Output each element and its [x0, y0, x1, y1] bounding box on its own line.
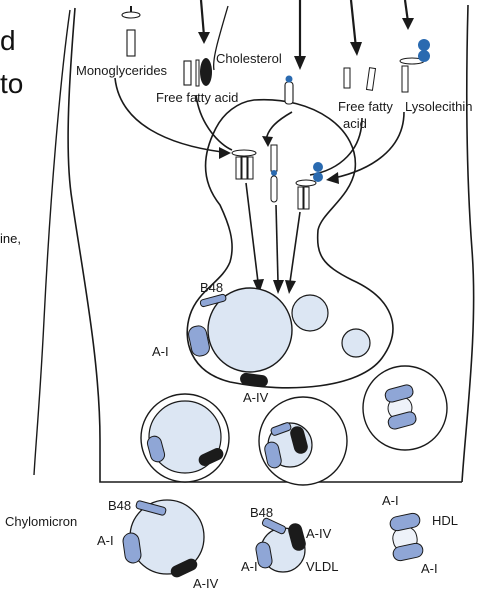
free-fatty-acid-molecule-2 — [343, 67, 377, 91]
lysolecithin-molecule-top — [399, 39, 430, 93]
label-monoglycerides: Monoglycerides — [76, 63, 168, 78]
secretory-vesicle-vldl — [258, 396, 348, 486]
apoa1-protein-cell — [188, 325, 210, 357]
label-a1-hdl-bottom: A-I — [421, 561, 438, 576]
lipid-droplet-2 — [341, 328, 371, 358]
label-lysolecithin: Lysolecithin — [405, 99, 472, 114]
label-b48-cell: B48 — [200, 280, 223, 295]
nascent-chylomicron — [207, 287, 293, 373]
lipid-droplet-1 — [291, 294, 329, 332]
label-a4-cell: A-IV — [243, 390, 269, 405]
cholesterol-molecule-top — [284, 75, 294, 105]
label-free-fatty-acid-2b: acid — [343, 116, 367, 131]
label-free-fatty-acid-1: Free fatty acid — [156, 90, 238, 105]
label-vldl: VLDL — [306, 559, 339, 574]
clipped-text-2: to — [0, 68, 23, 99]
monoglyceride-molecule-top — [121, 11, 141, 57]
vldl-particle — [255, 517, 306, 573]
label-a4-vldl: A-IV — [306, 526, 332, 541]
top-membrane-curve — [212, 5, 229, 71]
clipped-text-1: d — [0, 25, 16, 56]
label-cholesterol: Cholesterol — [216, 51, 282, 66]
triglyceride-molecule — [231, 149, 257, 180]
label-b48-chylomicron: B48 — [108, 498, 131, 513]
cell-outline-left — [67, 7, 462, 483]
neighbor-cell-outline — [33, 9, 71, 476]
label-hdl: HDL — [432, 513, 458, 528]
secretory-vesicle-hdl — [362, 365, 448, 451]
cell-outline-right — [461, 4, 475, 483]
cholesterol-ester-molecule — [270, 144, 278, 203]
clipped-text-3: ine, — [0, 231, 21, 246]
label-a1-cell: A-I — [152, 344, 169, 359]
apoa4-protein-cell — [240, 372, 268, 388]
assembly-arrowheads — [253, 279, 296, 294]
secretory-vesicle-chylomicron — [140, 393, 230, 483]
uptake-arrowheads — [219, 136, 339, 184]
phospholipid-molecule — [295, 162, 323, 210]
label-chylomicron: Chylomicron — [5, 514, 77, 529]
assembly-arrows — [245, 182, 301, 283]
chylomicron-particle — [122, 499, 205, 578]
label-a1-chylomicron: A-I — [97, 533, 114, 548]
apob48-protein-cell — [199, 293, 227, 308]
entry-arrowheads — [198, 18, 414, 70]
label-a1-vldl: A-I — [241, 559, 258, 574]
free-fatty-acid-molecule-1 — [183, 58, 212, 87]
label-b48-vldl: B48 — [250, 505, 273, 520]
label-a1-hdl-top: A-I — [382, 493, 399, 508]
hdl-particle — [389, 512, 424, 562]
label-free-fatty-acid-2a: Free fatty — [338, 99, 393, 114]
label-a4-chylomicron: A-IV — [193, 576, 219, 591]
